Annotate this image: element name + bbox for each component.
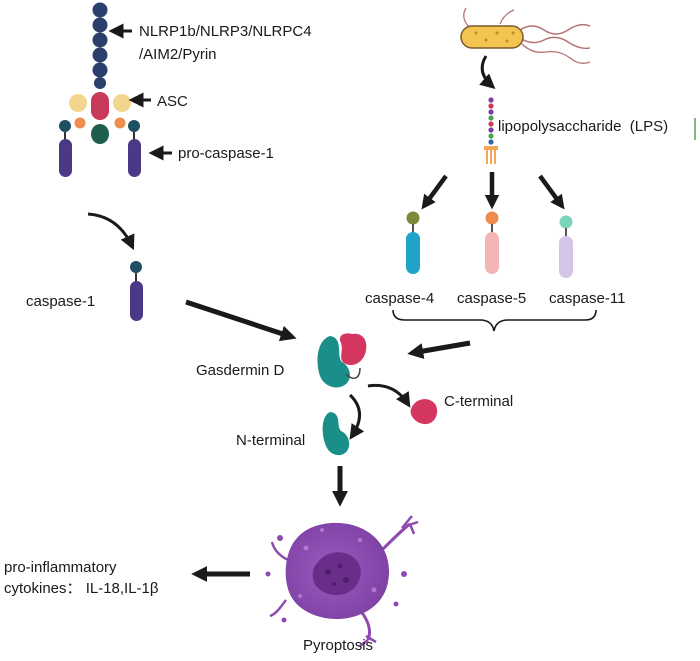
caspase-1-label: caspase-1 [26,293,95,310]
asc-orange-left [74,117,86,129]
c-terminal-label: C-terminal [444,393,513,410]
cell-nucleus [312,552,361,596]
nlrp-sensor-chain [92,2,108,89]
asc-adaptor [69,92,131,144]
asc-pyd-left [69,94,87,112]
caspase-1-protein [130,261,143,321]
caspase-11-protein [559,215,573,278]
c-terminal-fragment [410,399,438,425]
caspase-1-head [130,261,142,273]
caspase-5-head [485,211,499,225]
cytokines-label: pro-inflammatory [4,559,117,576]
nlrp-domain [94,77,106,89]
pyroptosis-label: Pyroptosis [303,637,373,654]
gasdermin-label: Gasdermin D [196,362,285,379]
caspase-5-label: caspase-5 [457,290,526,307]
asc-label: ASC [157,93,188,110]
pro-caspase-body [128,139,141,177]
cleavage-to-n-terminal-arrow [348,393,365,440]
lps-to-caspase4-arrow [421,174,448,210]
asc-card-center [91,92,109,120]
caspase-4-protein [406,211,420,274]
nlrp-domain [92,32,108,48]
nlrp-label-line2: /AIM2/Pyrin [139,46,217,63]
nlrp-label: NLRP1b/NLRP3/NLRPC4 [139,23,312,40]
cytokines-label-line2: cytokines： IL-18,IL-1β [4,580,159,597]
lps-label: lipopolysaccharide (LPS) [498,118,668,135]
asc-green-domain [91,124,109,144]
bacterium [460,7,591,64]
lps-molecule [484,97,498,164]
nlrp-domain [92,47,108,63]
pro-caspase-1-left [59,120,72,177]
pro-caspase-head [59,120,71,132]
bacterium-body [460,25,524,49]
caspase-11-label: caspase-11 [549,290,625,307]
caspase1-to-gasdermin-arrow [185,299,297,342]
caspase-1-body [130,281,143,321]
pro-caspase-head [128,120,140,132]
caspase-group-brace [392,309,597,332]
nlrp-domain [92,62,108,78]
asc-pyd-right [113,94,131,112]
gasdermin-d-protein [317,333,367,388]
asc-orange-right [114,117,126,129]
gasdermin-c-domain [339,333,367,366]
caspase-5-protein [485,211,499,274]
inflammasome-complex [59,2,141,177]
lps-to-caspase11-arrow [538,174,565,210]
n-terminal-label: N-terminal [236,432,305,449]
gasdermin-n-domain [317,336,350,388]
pro-caspase-1-right [128,120,141,177]
pro-caspase-label: pro-caspase-1 [178,145,274,162]
n-terminal-fragment [322,412,350,456]
nlrp-domain [92,2,108,18]
pyroptotic-cell [265,515,419,647]
caspase-4-body [406,232,420,274]
activation-curved-arrow [87,212,135,251]
pro-caspase-body [59,139,72,177]
nlrp-domain [92,17,108,33]
cleavage-to-c-terminal-arrow [367,383,411,408]
caspase-11-head [559,215,573,229]
caspase-4-label: caspase-4 [365,290,434,307]
caspase-11-body [559,236,573,278]
caspase-5-body [485,232,499,274]
caspase-4-head [406,211,420,225]
caspases-to-gasdermin-arrow [407,340,471,359]
bacterium-to-lps-arrow [479,55,496,89]
